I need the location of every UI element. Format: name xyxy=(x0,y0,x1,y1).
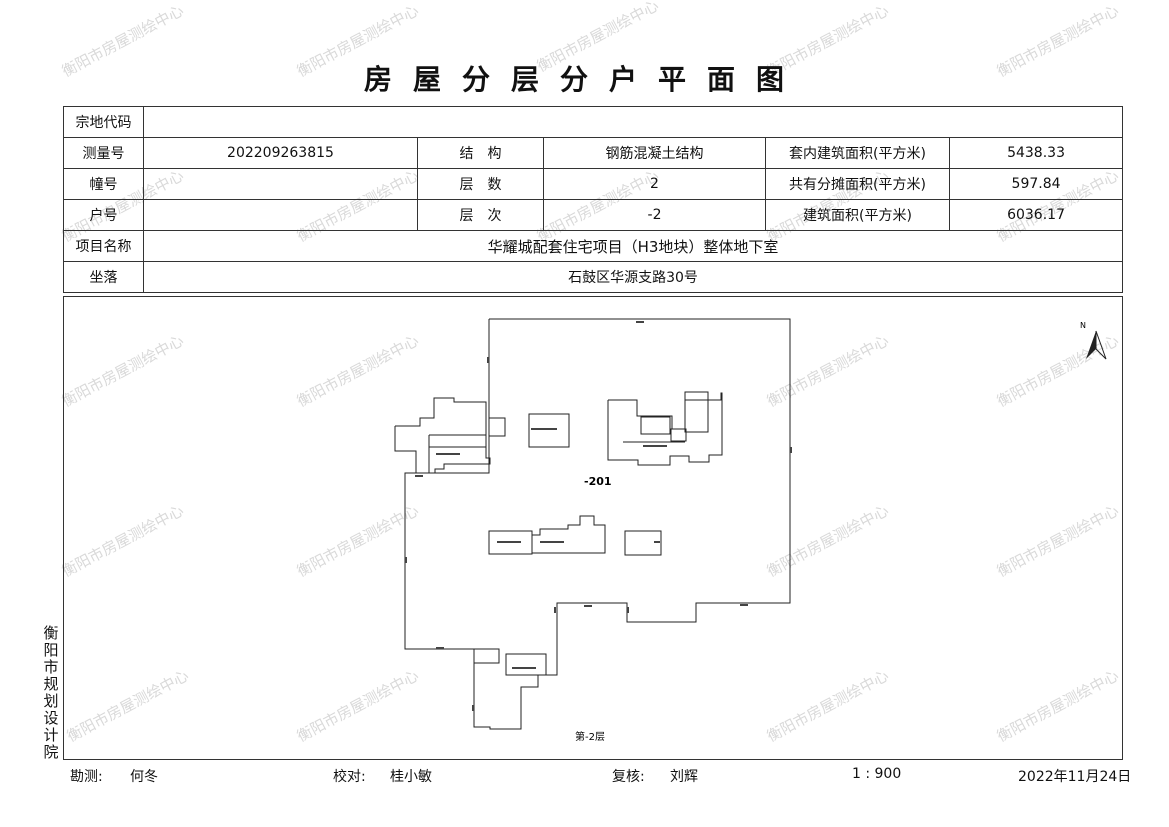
celiang-value: 202209263815 xyxy=(143,137,418,169)
floor-caption: 第-2层 xyxy=(575,730,605,743)
stair-room xyxy=(473,648,500,664)
zuoluo-label: 坐落 xyxy=(63,261,144,293)
gongyou-value: 597.84 xyxy=(948,168,1124,200)
kance-name: 何冬 xyxy=(130,769,158,785)
north-arrow-icon xyxy=(1095,330,1107,360)
table-row: 测量号 202209263815 结 构 钢筋混凝土结构 套内建筑面积(平方米)… xyxy=(63,137,1124,169)
pump-room xyxy=(624,530,662,556)
stair-room xyxy=(505,653,547,676)
gongyou-label: 共有分摊面积(平方米) xyxy=(765,168,950,200)
celiang-label: 测量号 xyxy=(63,137,144,169)
hu-value xyxy=(143,199,418,231)
cengci-label: 层 次 xyxy=(417,199,544,231)
info-table: 宗地代码 测量号 202209263815 结 构 钢筋混凝土结构 套内建筑面积… xyxy=(63,106,1124,293)
cengci-value: -2 xyxy=(543,199,766,231)
stair-room xyxy=(684,391,709,433)
zhuang-value xyxy=(143,168,418,200)
xiangmu-value: 华耀城配套住宅项目（H3地块）整体地下室 xyxy=(142,230,1124,262)
shaft xyxy=(670,428,687,442)
basement-outline xyxy=(404,318,791,730)
core-block-right xyxy=(607,392,723,466)
taonei-label: 套内建筑面积(平方米) xyxy=(765,137,950,169)
jianzhu-value: 6036.17 xyxy=(948,199,1124,231)
page-title: 房屋分层分户平面图 xyxy=(363,63,805,96)
xiangmu-label: 项目名称 xyxy=(63,230,144,262)
core-block-left xyxy=(394,397,491,474)
table-row: 项目名称 华耀城配套住宅项目（H3地块）整体地下室 xyxy=(63,230,1124,262)
stair-room xyxy=(640,416,671,435)
plan-frame: N -201 第-2层 xyxy=(63,296,1123,760)
jiaodui-name: 桂小敏 xyxy=(390,769,432,785)
org-sidebar: 衡阳市规划设计院 xyxy=(43,624,59,761)
table-row: 坐落 石鼓区华源支路30号 xyxy=(63,261,1124,293)
jianzhu-label: 建筑面积(平方米) xyxy=(765,199,950,231)
table-row: 户号 层 次 -2 建筑面积(平方米) 6036.17 xyxy=(63,199,1124,231)
unit-label: -201 xyxy=(584,475,612,488)
kance-label: 勘测: xyxy=(70,769,103,785)
cengshu-value: 2 xyxy=(543,168,766,200)
scale-label: 1 : 900 xyxy=(852,766,902,782)
shaft xyxy=(488,417,506,437)
table-row: 幢号 层 数 2 共有分摊面积(平方米) 597.84 xyxy=(63,168,1124,200)
zongdi-label: 宗地代码 xyxy=(63,106,144,138)
date-label: 2022年11月24日 xyxy=(1018,769,1132,785)
fuhe-label: 复核: xyxy=(612,769,645,785)
zuoluo-value: 石鼓区华源支路30号 xyxy=(142,261,1124,293)
taonei-value: 5438.33 xyxy=(948,137,1124,169)
zongdi-value xyxy=(142,106,1124,138)
hu-label: 户号 xyxy=(63,199,144,231)
zhuang-label: 幢号 xyxy=(63,168,144,200)
equipment-room xyxy=(528,413,570,448)
cengshu-label: 层 数 xyxy=(417,168,544,200)
jiaodui-label: 校对: xyxy=(333,769,366,785)
jiegou-label: 结 构 xyxy=(417,137,544,169)
north-arrow-icon xyxy=(1086,331,1096,359)
floor-plan-drawing: N -201 第-2层 xyxy=(394,318,1107,743)
north-label: N xyxy=(1080,321,1086,330)
jiegou-value: 钢筋混凝土结构 xyxy=(543,137,766,169)
dimension-marks xyxy=(405,321,792,711)
fuhe-name: 刘辉 xyxy=(670,769,698,785)
core-block-middle xyxy=(531,515,606,554)
table-row: 宗地代码 xyxy=(63,106,1124,138)
